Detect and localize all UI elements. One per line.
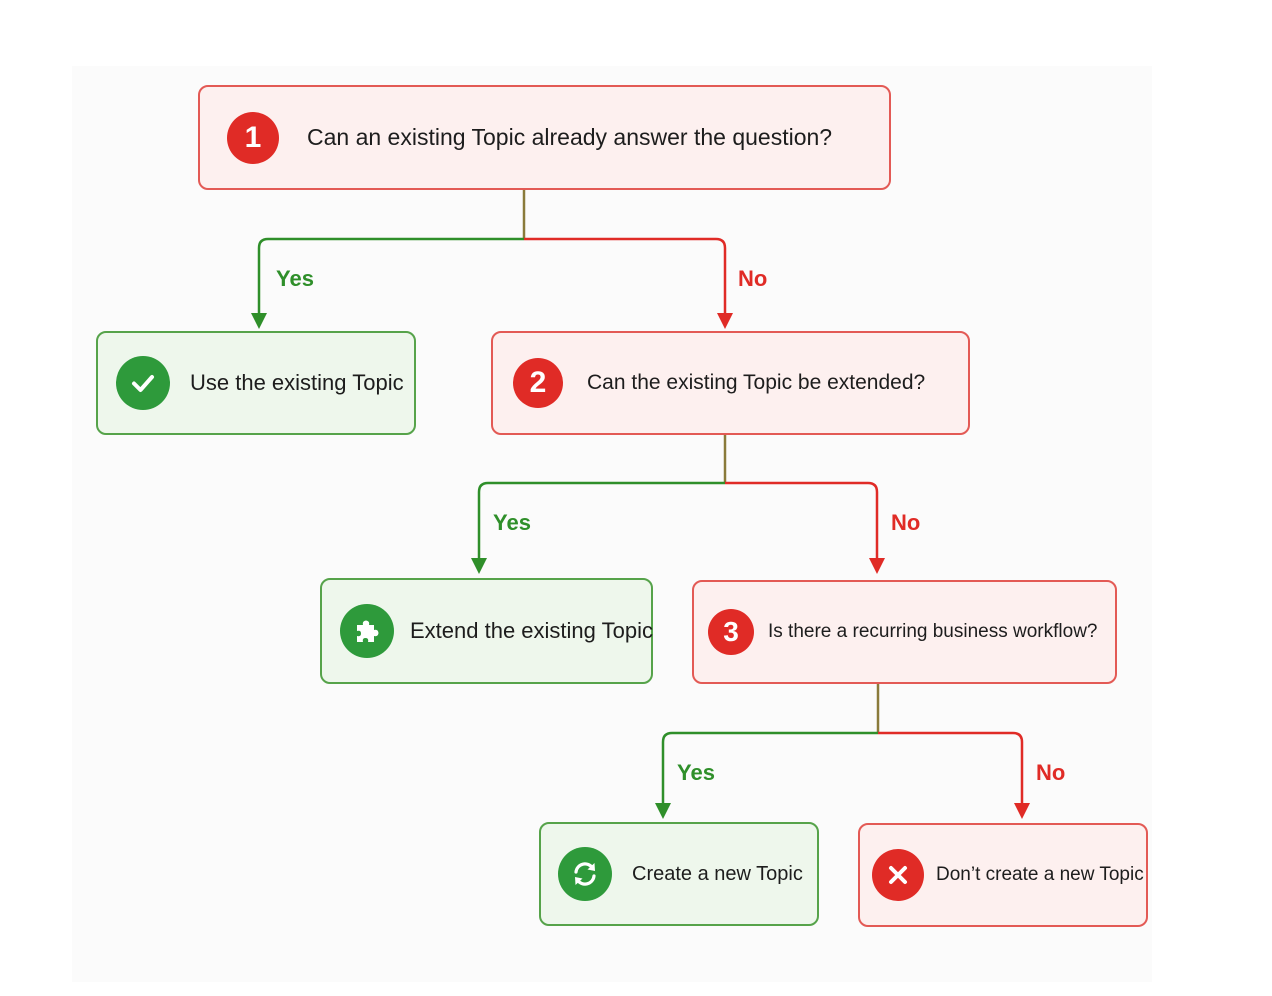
q3-yes-label: Yes: [677, 760, 715, 785]
outcome-create-new-text: Create a new Topic: [632, 862, 803, 885]
q3-no-arrowhead: [1014, 803, 1030, 819]
question-3-box: 3 Is there a recurring business workflow…: [692, 580, 1117, 684]
q1-yes-label: Yes: [276, 266, 314, 291]
close-icon: [872, 849, 924, 901]
question-1-box: 1 Can an existing Topic already answer t…: [198, 85, 891, 190]
q3-yes-connector: [661, 731, 878, 808]
step-3-badge: 3: [708, 609, 754, 655]
close-icon-glyph: [889, 866, 907, 884]
q1-yes-connector: [257, 237, 524, 318]
step-1-badge: 1: [227, 111, 279, 164]
outcome-extend-existing-box: Extend the existing Topic: [320, 578, 653, 684]
q2-yes-label: Yes: [493, 510, 531, 535]
q3-no-connector: [878, 731, 1024, 808]
q1-yes-arrowhead: [251, 313, 267, 329]
q2-no-arrowhead: [869, 558, 885, 574]
q2-no-label: No: [891, 510, 921, 535]
refresh-icon-glyph: [574, 862, 596, 886]
puzzle-icon-glyph: [357, 620, 379, 642]
q1-no-arrowhead: [717, 313, 733, 329]
outcome-use-existing-box: Use the existing Topic: [96, 331, 416, 435]
outcome-extend-existing-text: Extend the existing Topic: [410, 618, 653, 643]
q3-no-label: No: [1036, 760, 1066, 785]
step-2-badge: 2: [513, 358, 563, 408]
q2-yes-connector: [477, 481, 725, 563]
question-1-text: Can an existing Topic already answer the…: [307, 124, 833, 150]
outcome-use-existing-text: Use the existing Topic: [190, 370, 404, 395]
q1-no-label: No: [738, 266, 768, 291]
outcome-dont-create-text: Don’t create a new Topic: [936, 864, 1144, 885]
refresh-icon: [558, 847, 612, 901]
q2-yes-arrowhead: [471, 558, 487, 574]
q2-no-connector: [725, 481, 879, 563]
outcome-create-new-box: Create a new Topic: [539, 822, 819, 926]
step-2-number: 2: [529, 366, 547, 399]
question-3-text: Is there a recurring business workflow?: [768, 621, 1098, 642]
question-2-box: 2 Can the existing Topic be extended?: [491, 331, 970, 435]
check-icon: [116, 356, 170, 410]
question-2-text: Can the existing Topic be extended?: [587, 371, 926, 394]
puzzle-icon: [340, 604, 394, 658]
check-icon-glyph: [132, 375, 154, 392]
step-3-number: 3: [723, 616, 739, 647]
outcome-dont-create-box: Don’t create a new Topic: [858, 823, 1148, 927]
step-1-number: 1: [244, 120, 262, 154]
q1-no-connector: [524, 237, 727, 318]
q3-yes-arrowhead: [655, 803, 671, 819]
